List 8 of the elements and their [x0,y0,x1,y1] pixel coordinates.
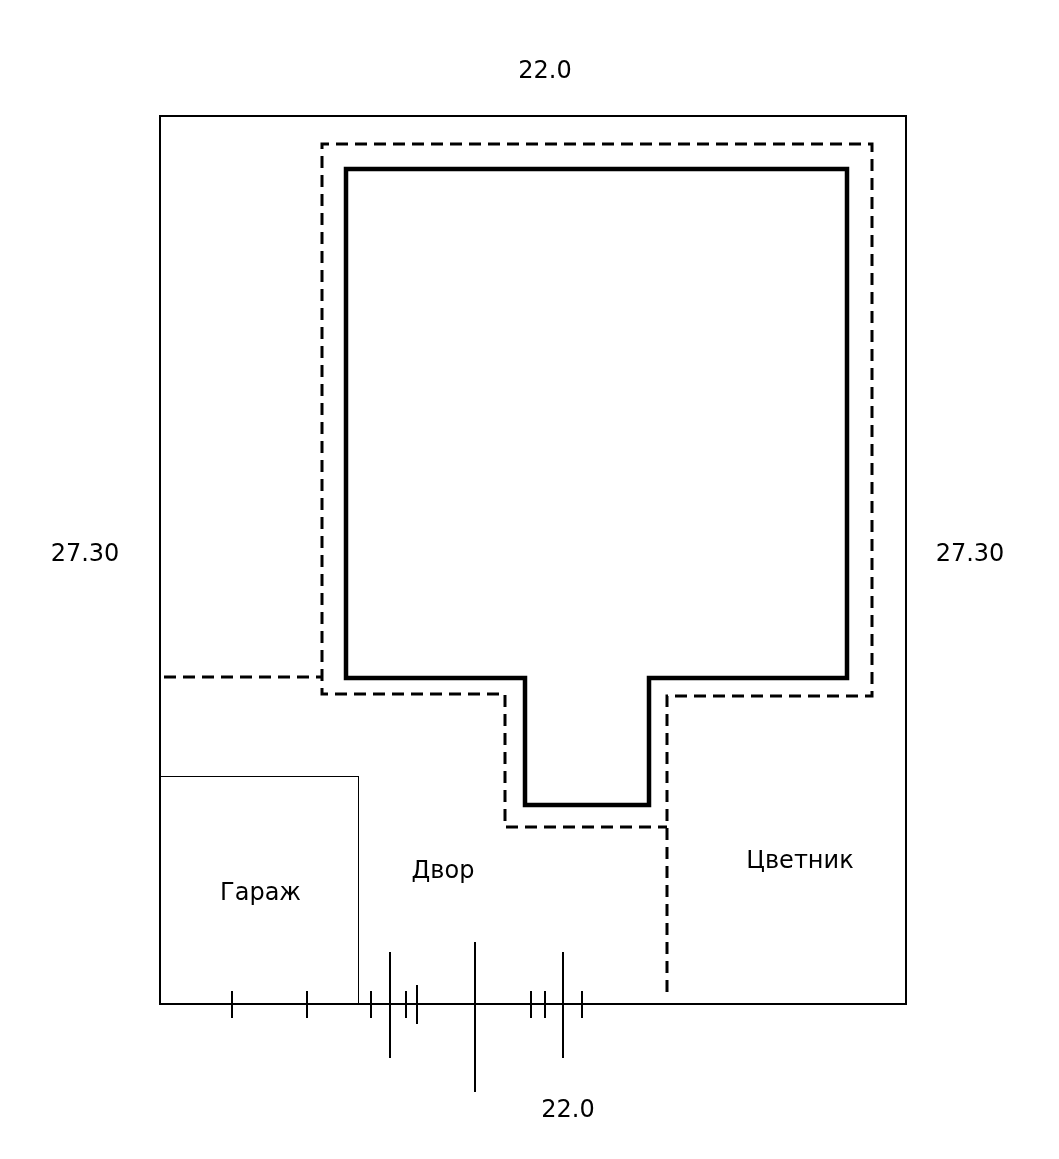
room-label: Гараж [220,877,301,906]
dimension-label: 27.30 [50,538,120,568]
garage-box [160,776,359,1005]
dimension-label: 27.30 [935,538,1005,568]
area-label: Цветник [746,845,854,875]
dimension-label: 22.0 [541,1094,595,1124]
area-label: Двор [411,855,475,885]
dimension-label: 22.0 [518,55,572,85]
